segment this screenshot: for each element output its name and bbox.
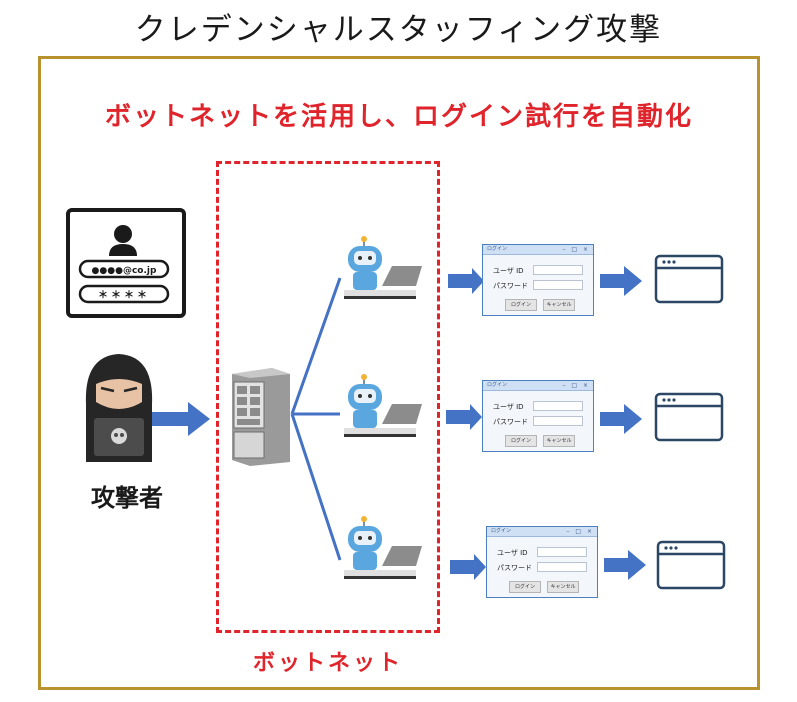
credential-card: ●●●●@co.jp ＊＊＊＊ (66, 208, 186, 318)
password-label: パスワード (493, 282, 528, 290)
arrow-right-icon (600, 404, 644, 438)
email-mask: ●●●●@co.jp (92, 266, 157, 276)
user-id-label: ユーザ ID (497, 549, 528, 557)
arrow-right-icon (604, 550, 648, 584)
attacker-label: 攻撃者 (91, 484, 163, 512)
cancel-button[interactable]: キャンセル (543, 299, 575, 311)
headline: ボットネットを活用し、ログイン試行を自動化 (104, 102, 693, 132)
browser-window-icon (654, 254, 724, 308)
server-icon (228, 368, 292, 466)
user-id-label: ユーザ ID (493, 267, 524, 275)
robot-icon (340, 374, 424, 438)
password-field[interactable] (533, 416, 583, 426)
browser-window-icon (654, 392, 724, 446)
password-label: パスワード (493, 418, 528, 426)
login-dialog: ログイン – □ × ユーザ ID パスワード ログイン キャンセル (482, 244, 594, 316)
arrow-right-icon (446, 404, 484, 434)
hacker-icon (74, 344, 164, 466)
login-dialog: ログイン – □ × ユーザ ID パスワード ログイン キャンセル (486, 526, 598, 598)
cancel-button[interactable]: キャンセル (543, 435, 575, 447)
laptop-icon (382, 404, 422, 424)
password-field[interactable] (537, 562, 587, 572)
diagram-frame (38, 56, 760, 690)
laptop-icon (382, 266, 422, 286)
dialog-title: ログイン (491, 528, 512, 534)
arrow-right-icon (450, 554, 488, 584)
arrow-right-icon (448, 268, 486, 298)
password-label: パスワード (497, 564, 532, 572)
user-id-label: ユーザ ID (493, 403, 524, 411)
botnet-boundary (216, 161, 440, 633)
login-button[interactable]: ログイン (505, 435, 537, 447)
person-icon (109, 225, 137, 256)
arrow-right-icon (600, 266, 644, 300)
arrow-right-icon (152, 400, 214, 444)
user-id-field[interactable] (533, 265, 583, 275)
password-mask: ＊＊＊＊ (98, 289, 150, 301)
page-title: クレデンシャルスタッフィング攻撃 (134, 12, 663, 48)
login-button[interactable]: ログイン (505, 299, 537, 311)
password-field[interactable] (533, 280, 583, 290)
window-controls-icon: – □ × (562, 382, 590, 389)
cancel-button[interactable]: キャンセル (547, 581, 579, 593)
skull-icon (111, 428, 127, 444)
browser-window-icon (656, 540, 726, 594)
dialog-title: ログイン (487, 246, 508, 252)
user-id-field[interactable] (537, 547, 587, 557)
laptop-icon (382, 546, 422, 566)
window-controls-icon: – □ × (562, 246, 590, 253)
botnet-label: ボットネット (252, 651, 403, 676)
robot-icon (340, 236, 424, 300)
dialog-title: ログイン (487, 382, 508, 388)
login-dialog: ログイン – □ × ユーザ ID パスワード ログイン キャンセル (482, 380, 594, 452)
login-button[interactable]: ログイン (509, 581, 541, 593)
user-id-field[interactable] (533, 401, 583, 411)
window-controls-icon: – □ × (566, 528, 594, 535)
robot-icon (340, 516, 424, 580)
